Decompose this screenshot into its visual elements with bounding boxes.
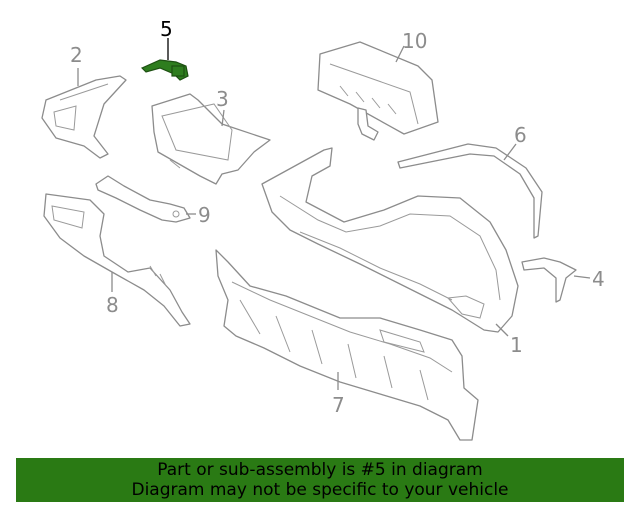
part-1-instrument-panel[interactable] [261, 147, 519, 333]
callout-8-label: 8 [106, 293, 119, 317]
callout-10-label: 10 [402, 29, 427, 53]
part-5-bracket[interactable] [140, 59, 189, 81]
callout-4-leader [573, 275, 591, 279]
callout-6-leader [503, 143, 517, 161]
callout-3-leader [221, 109, 225, 127]
part-10-airbag[interactable] [317, 41, 439, 141]
callout-2-label: 2 [70, 43, 83, 67]
part-6-trim-strip[interactable] [397, 143, 543, 239]
callout-6-label: 6 [514, 123, 527, 147]
parts-diagram: 5 2 3 10 6 1 4 [41, 17, 605, 441]
part-8-lower-cover[interactable] [43, 193, 191, 327]
callout-9-label: 9 [198, 203, 211, 227]
part-7-lower-panel[interactable] [215, 249, 479, 441]
callout-3-label: 3 [216, 87, 229, 111]
part-9-trim-bracket[interactable] [95, 175, 191, 223]
info-banner: Part or sub-assembly is #5 in diagram Di… [16, 458, 624, 502]
callout-1-label: 1 [510, 333, 523, 357]
part-4-bracket[interactable] [521, 257, 577, 303]
banner-line-2: Diagram may not be specific to your vehi… [131, 480, 509, 500]
callout-10-leader [395, 45, 405, 63]
callout-7-label: 7 [332, 393, 345, 417]
callout-4-label: 4 [592, 267, 605, 291]
part-3-cluster-bezel[interactable] [151, 93, 271, 185]
callout-1-leader [495, 323, 509, 337]
part-2-column-cover[interactable] [41, 75, 127, 159]
banner-line-1: Part or sub-assembly is #5 in diagram [157, 460, 483, 480]
callout-5-label: 5 [160, 17, 173, 41]
